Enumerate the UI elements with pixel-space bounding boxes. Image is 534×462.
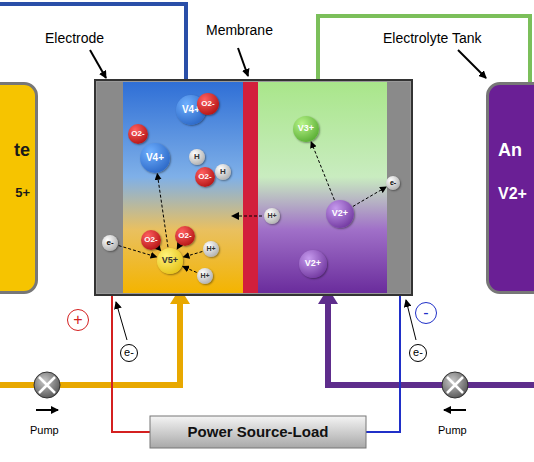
reaction-arrow [183,267,197,273]
pump-label: Pump [30,424,59,436]
power-source-box: Power Source-Load [150,416,366,448]
ion-label: H+ [200,272,209,279]
reaction-arrow [353,187,386,206]
reaction-arrow [183,252,202,258]
tank-label: V2+ [498,186,527,203]
ion-label: H [220,168,226,176]
ion-label: O2- [178,232,191,240]
ion-label: H+ [206,245,215,252]
part-label: Electrolyte Tank [383,30,482,46]
terminal-label: e- [413,347,423,359]
ion-circle: O2- [128,124,148,144]
terminal-label: - [423,305,428,322]
terminal-circle: e- [120,344,138,362]
ion-circle: H+ [203,241,219,257]
ion-circle: O2- [175,226,195,246]
ion-circle: V2+ [299,250,327,278]
ion-label: O2- [144,236,157,244]
ion-label: e- [106,239,113,247]
ion-circle: e- [102,235,118,251]
tank-label: te [14,141,30,160]
reaction-arrow [158,248,160,250]
terminal-label: e- [124,347,134,359]
ion-label: V3+ [298,124,314,133]
ion-label: V5+ [162,256,178,265]
part-label: Electrode [45,30,104,46]
ion-circle: H [189,149,205,165]
box-label: Power Source-Load [188,424,329,440]
pump-label: Pump [438,424,467,436]
electrolyte-tank: AnV2+ [486,82,534,294]
ion-label: O2- [198,173,211,181]
ion-label: V2+ [305,259,321,268]
part-label: Membrane [206,22,273,38]
ion-label: V2+ [332,209,348,218]
ion-circle: H+ [197,268,213,284]
ion-label: H+ [267,212,276,219]
ion-label: e- [390,179,396,186]
ion-circle: O2- [197,93,219,115]
terminal-label: + [73,312,82,329]
reaction-arrow [177,245,179,249]
ion-circle: O2- [141,230,161,250]
terminal-circle: - [415,302,437,324]
ion-circle: V3+ [293,116,319,142]
terminal-circle: e- [409,344,427,362]
reaction-arrow [311,142,334,200]
tank-label: An [498,141,522,160]
ion-circle: e- [386,176,400,190]
ion-label: O2- [201,100,214,108]
terminal-circle: + [67,309,89,331]
tank-label: 5+ [15,186,30,200]
ion-circle: H+ [264,208,280,224]
ion-circle: O2- [195,167,215,187]
ion-label: O2- [131,130,144,138]
ion-circle: H [215,164,231,180]
ion-circle: V4+ [140,143,170,173]
ion-label: V4+ [146,153,164,164]
electrolyte-tank: te 5+ [0,82,38,294]
ion-label: H [194,153,200,161]
ion-circle: V5+ [157,248,183,274]
ion-circle: V2+ [326,200,354,228]
